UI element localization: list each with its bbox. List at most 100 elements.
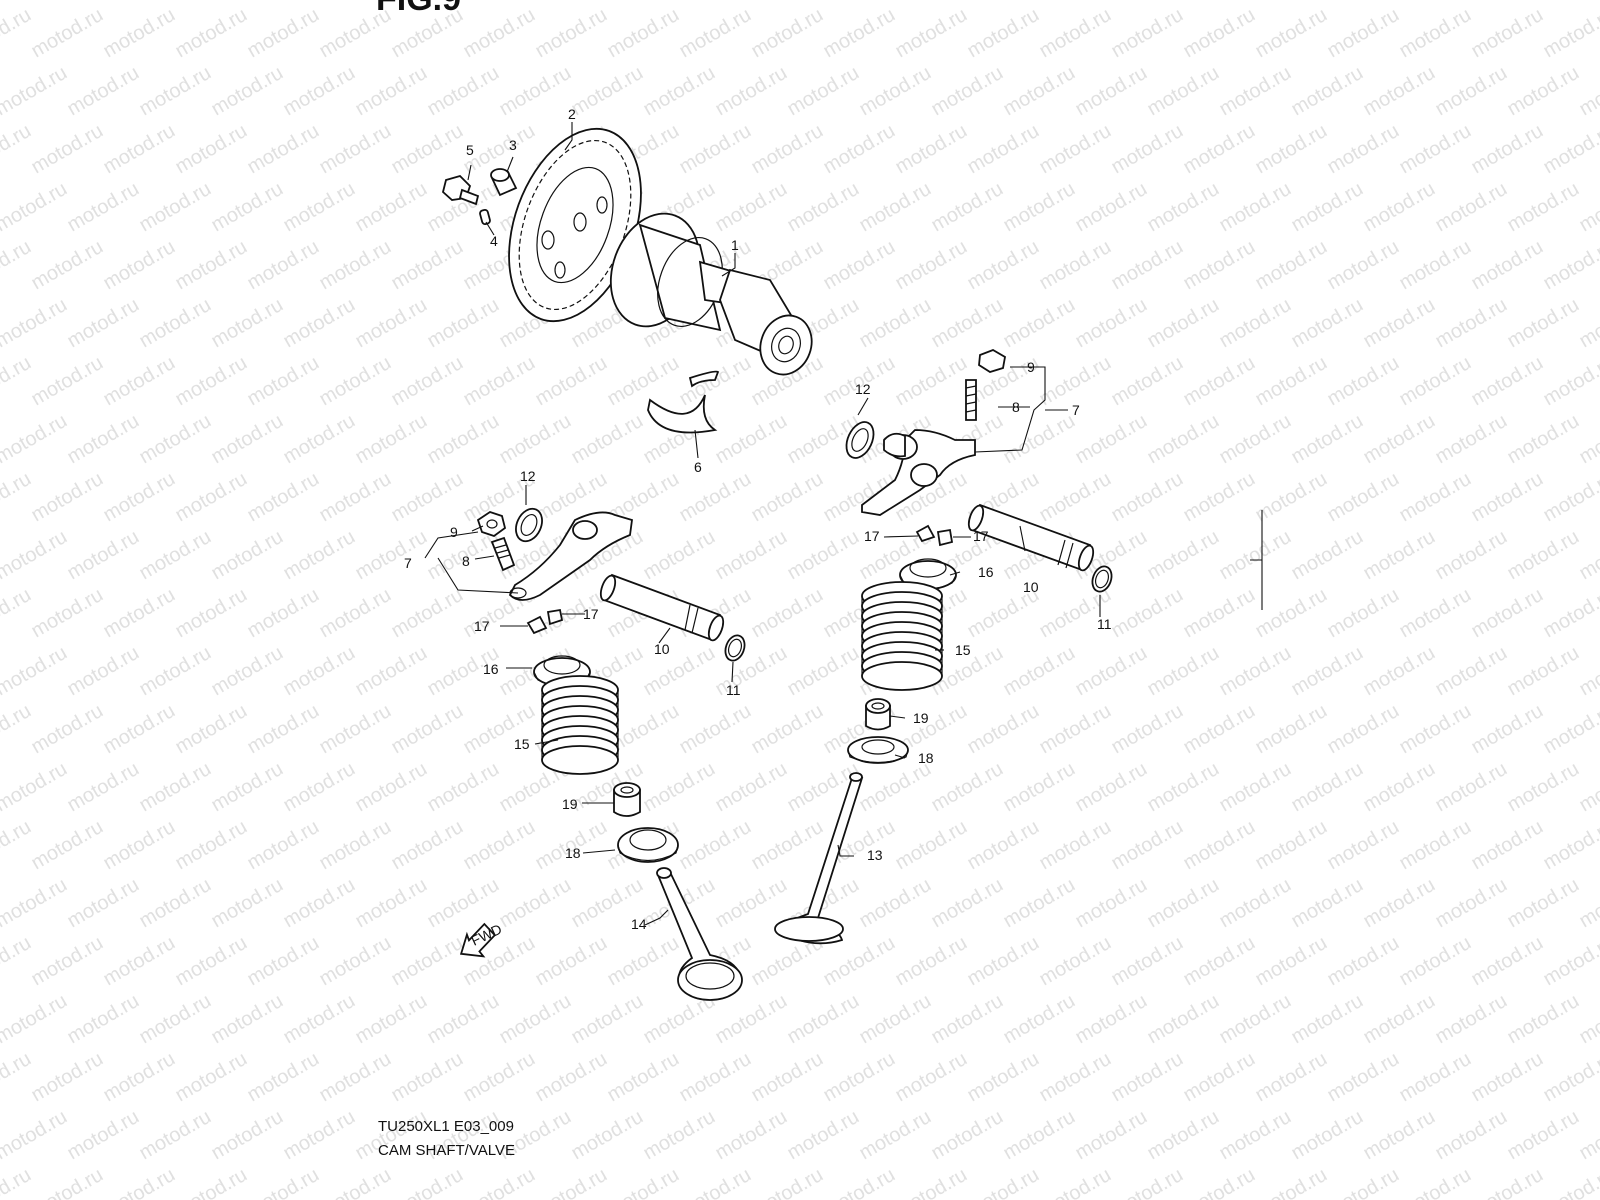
watermark-text: motod.ru	[892, 1164, 971, 1200]
watermark-text: motod.ru	[28, 1164, 107, 1200]
valve-spring-left[interactable]	[541, 675, 619, 775]
watermark-text: motod.ru	[64, 1106, 143, 1165]
o-ring-left[interactable]	[722, 633, 748, 664]
watermark-text: motod.ru	[316, 584, 395, 643]
watermark-text: motod.ru	[172, 700, 251, 759]
watermark-text: motod.ru	[784, 990, 863, 1049]
watermark-text: motod.ru	[1576, 410, 1600, 469]
adjusting-screw-right[interactable]	[965, 379, 977, 421]
watermark-text: motod.ru	[28, 932, 107, 991]
watermark-text: motod.ru	[0, 62, 71, 121]
rocker-shaft-right[interactable]	[966, 503, 1096, 573]
bolt[interactable]	[441, 174, 480, 206]
callout-19-left: 19	[562, 796, 578, 812]
watermark-text: motod.ru	[748, 468, 827, 527]
watermark-text: motod.ru	[64, 990, 143, 1049]
stem-seal-right[interactable]	[865, 698, 891, 731]
watermark-text: motod.ru	[388, 468, 467, 527]
watermark-text: motod.ru	[388, 1048, 467, 1107]
watermark-text: motod.ru	[28, 468, 107, 527]
watermark-text: motod.ru	[532, 4, 611, 63]
adjusting-screw-left[interactable]	[490, 536, 516, 572]
watermark-text: motod.ru	[316, 468, 395, 527]
callout-9-left: 9	[450, 524, 458, 540]
watermark-text: motod.ru	[856, 758, 935, 817]
watermark-text: motod.ru	[568, 990, 647, 1049]
watermark-text: motod.ru	[1144, 62, 1223, 121]
watermark-text: motod.ru	[100, 584, 179, 643]
intake-valve[interactable]	[656, 867, 743, 1001]
watermark-text: motod.ru	[1540, 120, 1600, 179]
watermark-text: motod.ru	[568, 62, 647, 121]
watermark-text: motod.ru	[208, 294, 287, 353]
watermark-text: motod.ru	[1144, 410, 1223, 469]
lock-nut-right[interactable]	[978, 349, 1006, 373]
dowel-pin[interactable]	[490, 168, 518, 197]
watermark-text: motod.ru	[1108, 4, 1187, 63]
watermark-text: motod.ru	[1540, 1048, 1600, 1107]
watermark-text: motod.ru	[388, 352, 467, 411]
watermark-text: motod.ru	[1360, 874, 1439, 933]
watermark-text: motod.ru	[1216, 410, 1295, 469]
watermark-text: motod.ru	[856, 62, 935, 121]
watermark-text: motod.ru	[0, 0, 71, 4]
stem-seal-left[interactable]	[613, 782, 641, 817]
watermark-text: motod.ru	[244, 4, 323, 63]
watermark-text: motod.ru	[208, 526, 287, 585]
o-ring-right[interactable]	[1089, 564, 1115, 595]
valve-cotter-left[interactable]	[526, 608, 564, 635]
watermark-text: motod.ru	[136, 526, 215, 585]
watermark-text: motod.ru	[820, 120, 899, 179]
watermark-text: motod.ru	[388, 1164, 467, 1200]
spring-seat-right[interactable]	[847, 736, 909, 764]
callout-12-left: 12	[520, 468, 536, 484]
watermark-text: motod.ru	[1396, 1048, 1475, 1107]
watermark-text: motod.ru	[316, 1048, 395, 1107]
watermark-text: motod.ru	[1252, 120, 1331, 179]
watermark-text: motod.ru	[1360, 178, 1439, 237]
spring-seat-left[interactable]	[617, 827, 679, 863]
watermark-text: motod.ru	[0, 584, 35, 643]
watermark-text: motod.ru	[172, 120, 251, 179]
callout-3: 3	[509, 137, 517, 153]
callout-2: 2	[568, 106, 576, 122]
lock-nut-left[interactable]	[476, 511, 507, 538]
watermark-text: motod.ru	[1324, 700, 1403, 759]
watermark-text: motod.ru	[604, 4, 683, 63]
watermark-text: motod.ru	[64, 758, 143, 817]
callout-8-right: 8	[1012, 399, 1020, 415]
watermark-text: motod.ru	[136, 874, 215, 933]
watermark-text: motod.ru	[64, 62, 143, 121]
watermark-text: motod.ru	[748, 816, 827, 875]
watermark-text: motod.ru	[316, 816, 395, 875]
watermark-text: motod.ru	[100, 352, 179, 411]
seal-ring-right[interactable]	[841, 418, 879, 463]
rocker-arm-left[interactable]	[508, 511, 633, 601]
watermark-text: motod.ru	[1180, 468, 1259, 527]
valve-cotter-right[interactable]	[915, 524, 954, 547]
callout-9-right: 9	[1027, 359, 1035, 375]
valve-spring-right[interactable]	[861, 581, 943, 691]
watermark-text: motod.ru	[1468, 816, 1547, 875]
pin[interactable]	[479, 208, 491, 226]
watermark-text: motod.ru	[100, 816, 179, 875]
watermark-text: motod.ru	[640, 62, 719, 121]
rocker-shaft-left[interactable]	[598, 573, 726, 643]
watermark-text: motod.ru	[1288, 294, 1367, 353]
watermark-text: motod.ru	[0, 410, 71, 469]
watermark-text: motod.ru	[0, 816, 35, 875]
watermark-text: motod.ru	[460, 4, 539, 63]
watermark-text: motod.ru	[928, 758, 1007, 817]
watermark-text: motod.ru	[388, 700, 467, 759]
watermark-text: motod.ru	[892, 816, 971, 875]
watermark-text: motod.ru	[1252, 1164, 1331, 1200]
watermark-text: motod.ru	[172, 584, 251, 643]
rocker-arm-right[interactable]	[861, 429, 976, 516]
watermark-text: motod.ru	[1324, 1048, 1403, 1107]
exhaust-valve[interactable]	[774, 772, 864, 945]
camshaft[interactable]	[596, 201, 820, 382]
half-ring[interactable]	[647, 370, 720, 434]
seal-ring-left[interactable]	[511, 505, 547, 546]
watermark-text: motod.ru	[1576, 874, 1600, 933]
watermark-text: motod.ru	[1000, 758, 1079, 817]
